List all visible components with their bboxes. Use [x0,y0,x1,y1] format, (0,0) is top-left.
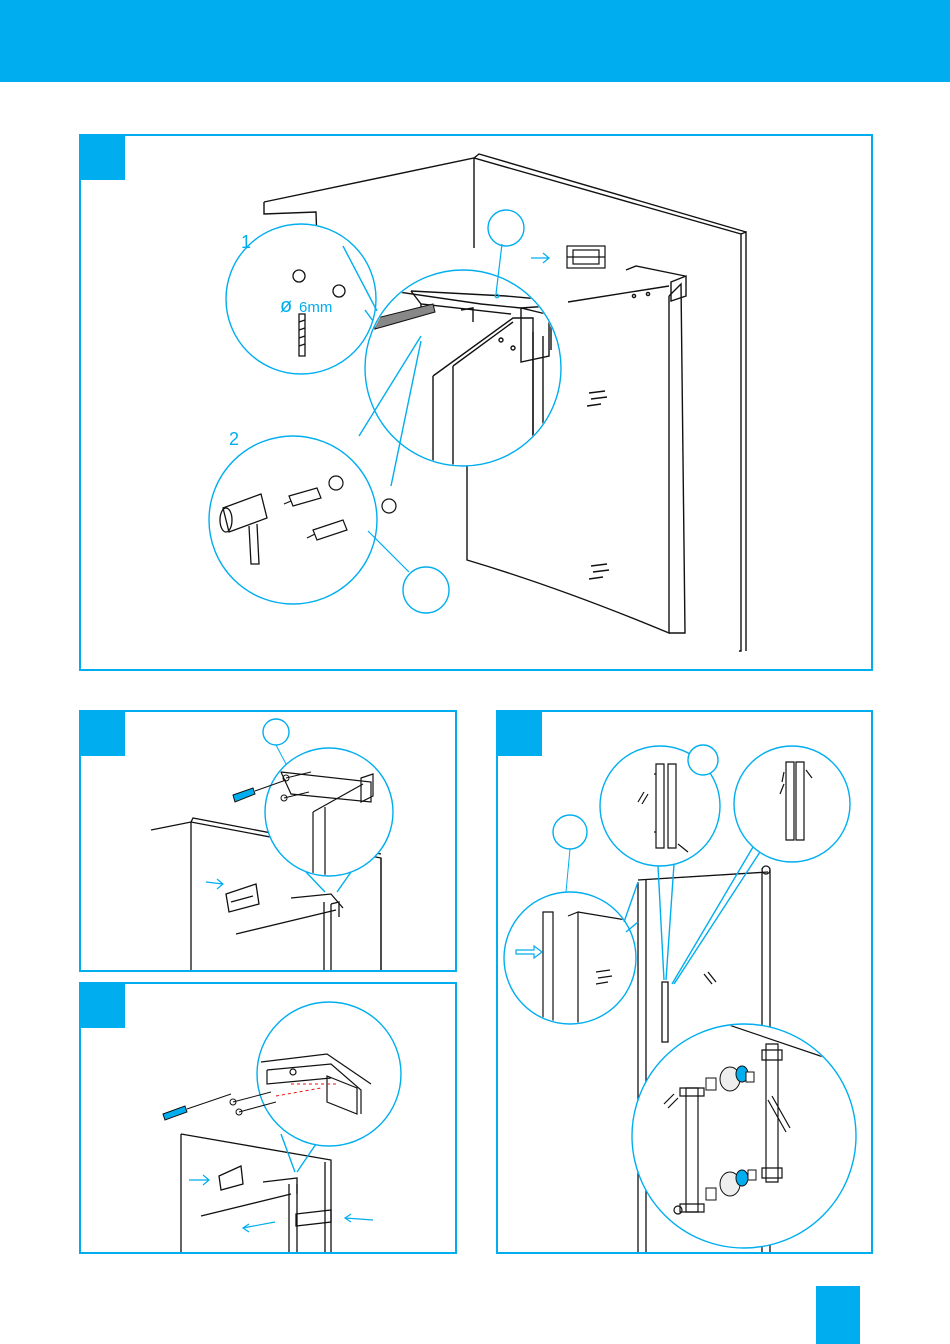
detail-circle-left [504,882,638,1024]
screwdriver-icon [163,1094,231,1120]
arrow-icon [206,879,223,889]
detail-circle [257,1002,401,1172]
header-band [0,0,950,82]
step-panel-1: 1 ø 6mm 2 [79,134,873,671]
reference-circle [553,815,587,849]
step-4-illustration [498,712,873,1254]
reference-circle [403,567,449,613]
step-3-illustration [81,984,457,1254]
detail-circle-main [365,270,561,466]
step-panel-4 [496,710,873,1254]
callout-label-2: 2 [229,429,239,449]
wall-bracket [567,246,605,268]
diameter-symbol: ø [280,295,292,317]
arrow-icon [189,1175,373,1232]
callout-label-1: 1 [241,232,251,252]
detail-circle [265,748,393,892]
drill-size-label: 6mm [299,299,332,316]
arrow-icon [531,253,549,263]
step-1-illustration: 1 ø 6mm 2 [81,136,873,671]
reference-circle [688,745,718,775]
detail-circle-handle [632,1024,856,1248]
step-panel-2 [79,710,457,972]
step-panel-3 [79,982,457,1254]
reference-circle [488,210,524,246]
page-number-tab [816,1286,860,1344]
step-2-illustration [81,712,457,972]
reference-circle [263,719,289,745]
